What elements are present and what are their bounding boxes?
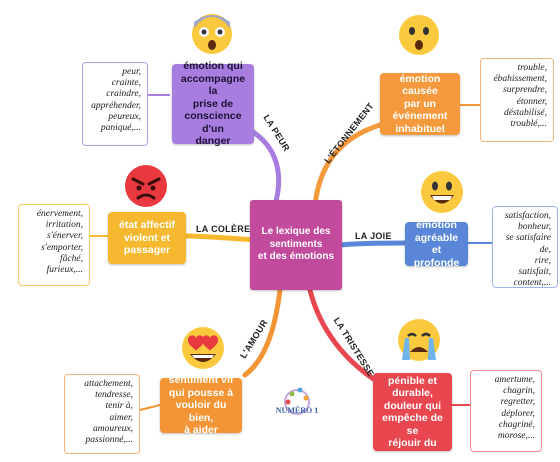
words-colere: énervement, irritation, s'énerver, s'emp… [18, 204, 90, 286]
center-topic[interactable]: Le lexique des sentiments et des émotion… [250, 200, 342, 290]
connector-tristesse [307, 287, 378, 383]
heart-eyes-face-icon [182, 327, 224, 369]
definition-amour[interactable]: sentiment vif qui pousse à vouloir du bi… [160, 374, 242, 436]
words-etonnement: trouble, ébahissement, surprendre, étonn… [480, 58, 554, 142]
definition-joie[interactable]: émotion agréable et profonde [405, 219, 468, 269]
fearful-face-icon [192, 14, 232, 54]
note-link-amour [139, 404, 161, 411]
connector-colere [182, 233, 258, 243]
words-peur: peur, crainte, craindre, appréhender, pe… [82, 62, 148, 146]
words-amour: attachement, tendresse, tenir à, aimer, … [64, 374, 140, 454]
grinning-face-icon [421, 171, 463, 213]
numero1-logo: NUMÉRO 1 [276, 387, 318, 415]
words-joie: satisfaction, bonheur, se satisfaire de,… [492, 206, 558, 288]
connector-amour [242, 287, 283, 378]
definition-peur[interactable]: émotion qui accompagne la prise de consc… [172, 60, 254, 147]
logo-text: NUMÉRO 1 [276, 405, 318, 415]
words-tristesse: amertume, chagrin, regretter, déplorer, … [470, 370, 542, 452]
surprised-face-icon [399, 15, 439, 55]
angry-face-icon [125, 165, 167, 207]
branch-label-colere: LA COLÈRE [196, 224, 251, 234]
definition-colere[interactable]: état affectif violent et passager [108, 212, 186, 264]
crying-face-icon [398, 319, 440, 361]
definition-tristesse[interactable]: État affectif pénible et durable, douleu… [373, 362, 452, 462]
definition-etonnement[interactable]: émotion causée par un événement inhabitu… [380, 73, 460, 135]
connector-joie [337, 240, 408, 248]
branch-label-joie: LA JOIE [355, 231, 392, 241]
